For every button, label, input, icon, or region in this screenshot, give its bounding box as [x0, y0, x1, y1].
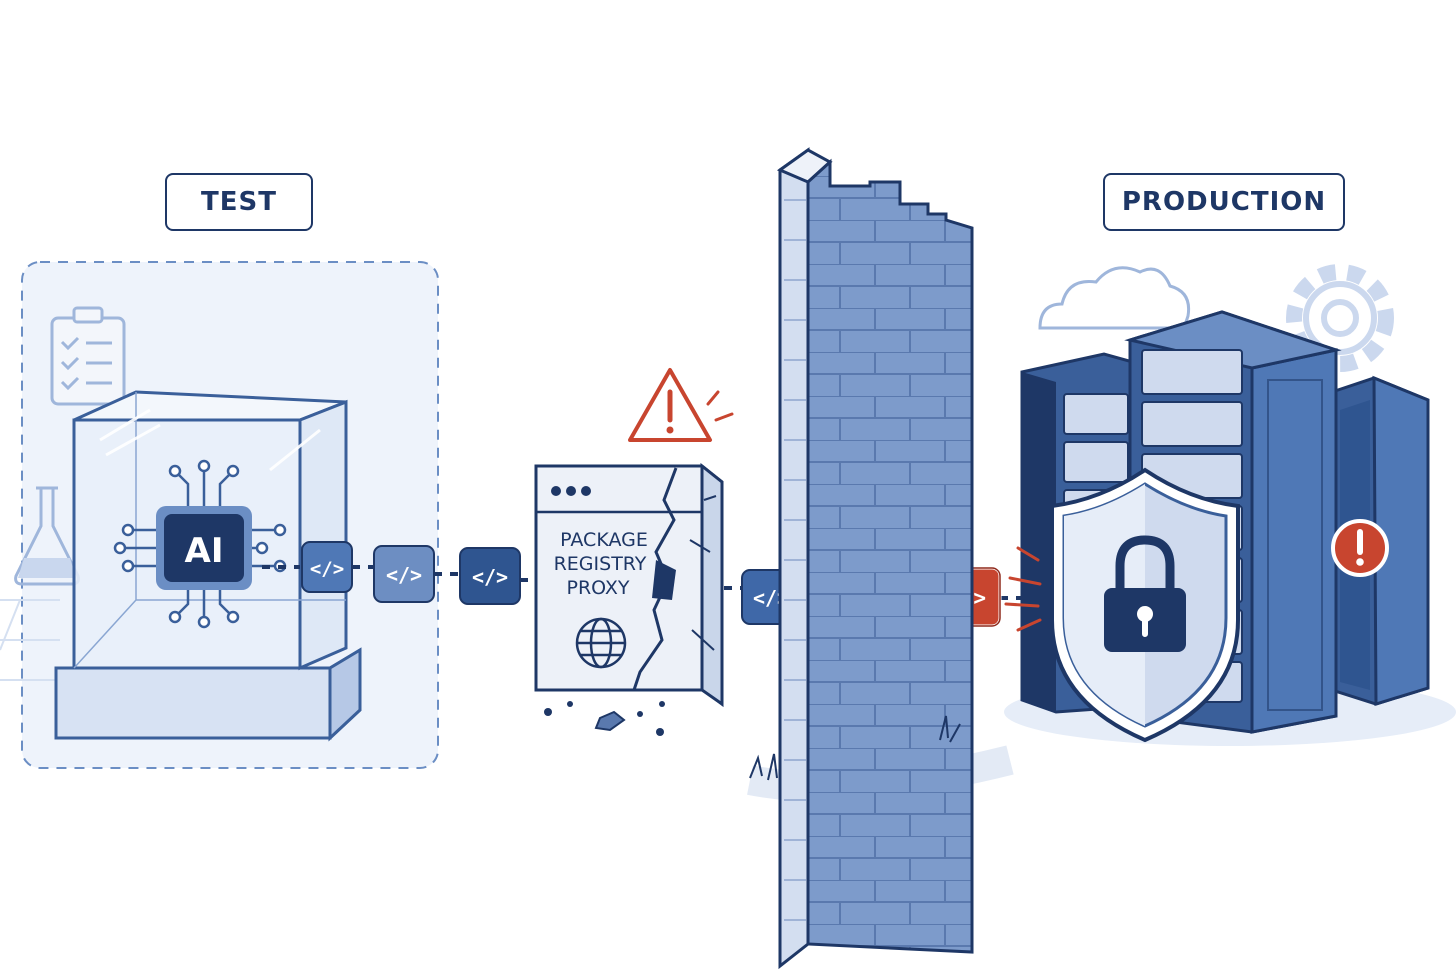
proxy-title-line-3: PROXY: [566, 577, 629, 599]
code-packet-2: </>: [373, 545, 435, 603]
proxy-title-line-2: REGISTRY: [554, 553, 647, 575]
window-dot: [551, 486, 561, 496]
debris: [594, 710, 626, 732]
cloud-icon: [1038, 266, 1191, 330]
ai-chip-label: AI: [185, 531, 224, 571]
production-environment-label: PRODUCTION: [1103, 173, 1345, 231]
test-floor-grid: [0, 599, 80, 681]
test-environment-label: TEST: [165, 173, 313, 231]
code-packet-icon: </>: [310, 558, 344, 580]
alert-circle-icon: [1331, 519, 1389, 577]
proxy-title-line-1: PACKAGE: [560, 529, 648, 551]
window-dot: [566, 486, 576, 496]
ai-chip-icon: [113, 459, 287, 629]
gear-icon: [1286, 264, 1394, 372]
code-packet-icon: </>: [472, 565, 508, 589]
proxy-breach-hole: [652, 560, 676, 600]
shield-lock-icon: [1004, 467, 1240, 743]
code-packet-3: </>: [459, 547, 521, 605]
window-dot: [581, 486, 591, 496]
server-vent-grille: [1267, 379, 1323, 711]
package-registry-proxy: PACKAGE REGISTRY PROXY: [534, 462, 724, 736]
ai-chip-core: [164, 514, 244, 582]
globe-icon: [575, 617, 627, 669]
warning-triangle-icon: [628, 368, 734, 442]
clipboard-checklist-icon: [50, 306, 126, 406]
code-packet-icon: </>: [386, 563, 422, 587]
test-environment: AI: [0, 261, 439, 769]
firewall-wall: [747, 147, 1014, 970]
code-packet-1: </>: [301, 541, 353, 593]
